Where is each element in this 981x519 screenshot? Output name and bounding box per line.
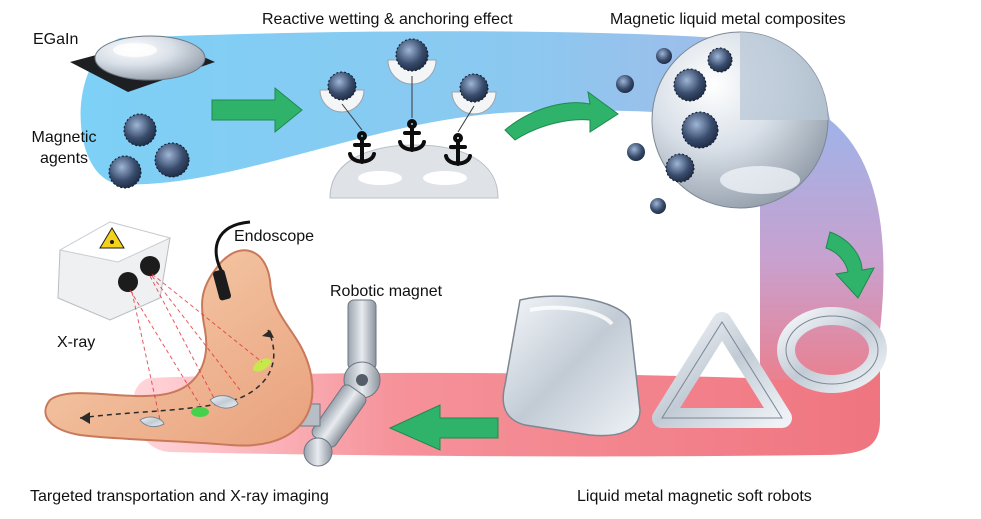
composite-sphere (616, 31, 829, 214)
radiation-warning-icon (99, 227, 125, 249)
soft-robot-triangle (652, 312, 792, 428)
label-xray: X-ray (57, 334, 96, 351)
anchor-icon (348, 119, 472, 166)
label-magnetic-agents-line2: agents (39, 150, 89, 167)
robotic-magnet-arm (249, 299, 381, 467)
label-magnetic-agents-line1: Magnetic (31, 129, 97, 146)
green-arrow-icon (211, 86, 303, 134)
green-arrow-icon (825, 231, 875, 299)
magnetic-agents-particles (108, 113, 190, 189)
label-composites: Magnetic liquid metal composites (610, 11, 846, 28)
label-reactive-wetting: Reactive wetting & anchoring effect (262, 11, 513, 28)
label-targeted-transportation: Targeted transportation and X-ray imagin… (30, 488, 329, 505)
label-robotic-magnet: Robotic magnet (330, 283, 443, 300)
green-arrow-icon (388, 404, 499, 451)
xray-beams (129, 273, 263, 421)
egain-droplet (70, 35, 215, 92)
stomach-illustration (44, 249, 314, 447)
label-endoscope: Endoscope (234, 228, 315, 245)
soft-robot-ring (777, 307, 887, 393)
endoscope (212, 220, 251, 301)
label-soft-robots: Liquid metal magnetic soft robots (577, 488, 812, 505)
green-arrow-icon (504, 90, 619, 141)
ribbon-top (80, 31, 830, 190)
soft-robot-sheet (502, 295, 641, 437)
label-egain: EGaIn (33, 31, 79, 48)
